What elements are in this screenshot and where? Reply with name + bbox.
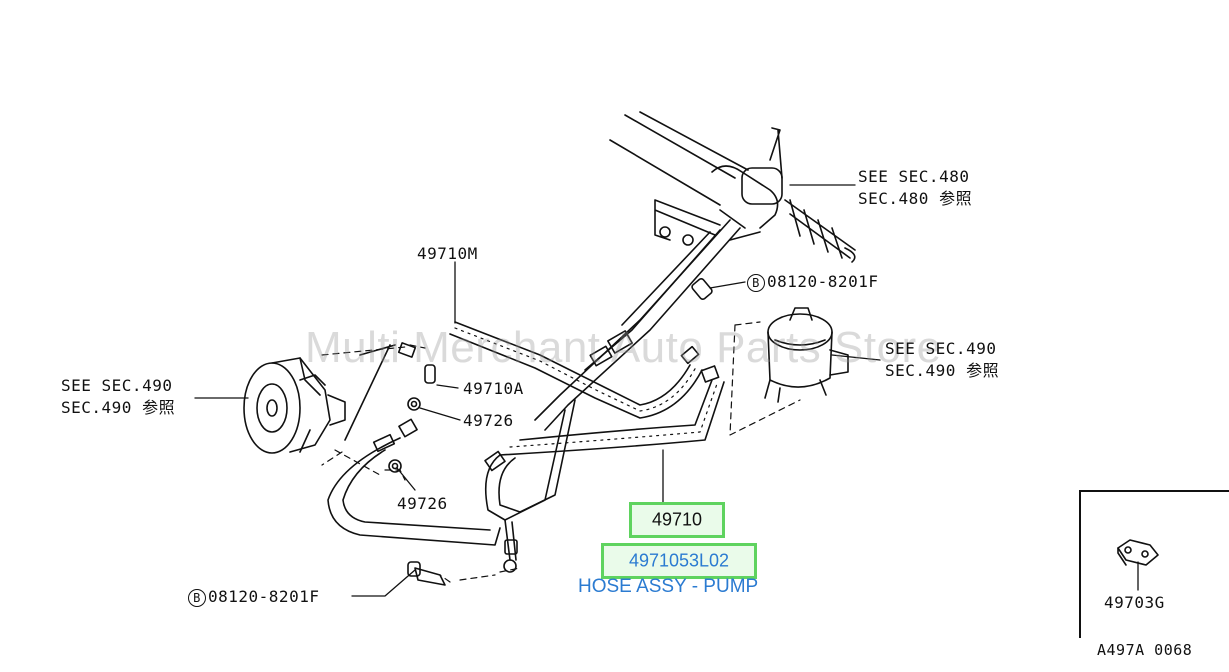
steering-rack: [609, 111, 856, 263]
watermark: Multi Merchant Auto Parts Store: [305, 323, 942, 372]
part-number-link[interactable]: 4971053L02: [601, 543, 757, 579]
power-steering-pump: [243, 344, 396, 454]
see-sec-490-right-label: SEE SEC.490 SEC.490 参照: [885, 339, 1000, 380]
return-pipes: [327, 399, 576, 573]
fluid-reservoir: [764, 307, 849, 403]
callout-49726-lower: 49726: [397, 494, 448, 513]
part-description-link[interactable]: HOSE ASSY - PUMP: [578, 576, 759, 597]
bolt-b-icon: B: [188, 588, 206, 607]
hose-49710-texture: [509, 380, 719, 448]
fittings: [372, 278, 720, 586]
hose-49710m-inner: [449, 333, 703, 419]
diagram-code: A497A 0068: [1097, 641, 1193, 659]
rack-pipes: [534, 219, 741, 431]
hose-49710-outer: [519, 379, 713, 441]
callout-49703g: 49703G: [1104, 593, 1165, 612]
callout-49726-upper: 49726: [463, 411, 514, 430]
see-sec-490-left-label: SEE SEC.490 SEC.490 参照: [61, 376, 176, 417]
hose-49710-inner: [499, 381, 725, 456]
hose-49710m-texture: [454, 327, 697, 412]
see-sec-480-label: SEE SEC.480 SEC.480 参照: [858, 167, 973, 208]
hose-49710m-outer: [454, 321, 691, 406]
leader-lines: [194, 184, 1139, 597]
bolt-b-icon: B: [747, 273, 765, 292]
clip-49703g: [1117, 539, 1159, 566]
highlight-ref-49710[interactable]: 49710: [629, 502, 725, 538]
callout-49710m: 49710M: [417, 244, 478, 263]
inset-frame: [1079, 490, 1229, 638]
callout-49710a: 49710A: [463, 379, 524, 398]
